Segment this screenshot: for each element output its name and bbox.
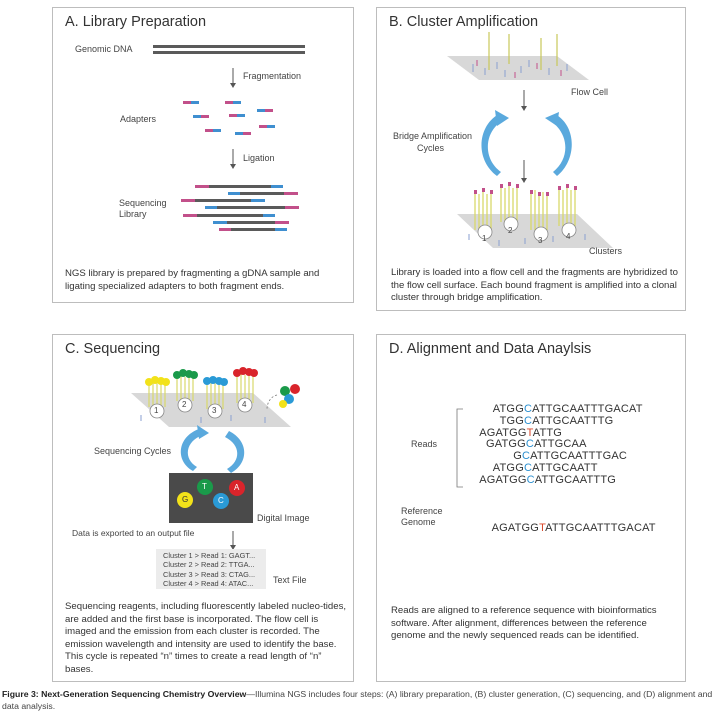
caption-title: Figure 3: Next-Generation Sequencing Che… [2, 689, 247, 699]
clusters-label: Clusters [589, 246, 623, 256]
read-sequence-row: GCATTGCAATTTGAC [513, 450, 627, 462]
figure-caption: Figure 3: Next-Generation Sequencing Che… [2, 688, 714, 712]
cluster-number-2: 2 [508, 226, 513, 235]
adapters-label: Adapters [120, 114, 157, 124]
bridge-line2: Cycles [417, 143, 445, 153]
sequencing-library-line1: Sequencing [119, 198, 167, 208]
cluster-number-3: 3 [212, 406, 217, 415]
panel-title: D. Alignment and Data Anaylsis [389, 341, 592, 357]
cluster-number-4: 4 [566, 232, 571, 241]
read-sequence-row: TGGCATTGCAATTTG [500, 415, 614, 427]
sequencing-library-label: Sequencing Library [119, 198, 167, 220]
base-letter-t: T [202, 482, 207, 491]
fragmentation-label: Fragmentation [243, 71, 302, 81]
cluster-amplification-illustration [447, 32, 613, 248]
seq-pre: GATGG [486, 438, 526, 451]
export-note: Data is exported to an output file [72, 528, 195, 538]
sequencing-illustration [131, 367, 300, 589]
seq-mismatch-base: C [521, 450, 531, 463]
cluster-markers [477, 216, 577, 242]
seq-mismatch-base: C [523, 462, 533, 474]
panel-cluster-amplification: B. Cluster Amplification [376, 7, 686, 311]
file-line: Cluster 3 > Read 3: CTAG... [163, 569, 256, 579]
read-sequence-row: ATGGCATTGCAATTTGACAT [493, 403, 643, 415]
seq-pre: TGG [499, 414, 525, 427]
seq-pre: G [513, 450, 522, 463]
seq-post: ATTG [532, 426, 563, 439]
reference-genome-label: Reference Genome [401, 506, 443, 528]
cluster-number-1: 1 [482, 234, 487, 243]
sequencing-library-fragments [181, 185, 299, 231]
seq-post: ATTGCAATTTG [534, 473, 617, 486]
seq-post: ATTGCAATTTGACAT [545, 522, 656, 534]
library-prep-illustration [153, 45, 305, 231]
seq-post: ATTGCAATT [532, 462, 598, 474]
genomic-dna-label: Genomic DNA [75, 44, 133, 54]
reference-line2: Genome [401, 517, 436, 527]
seq-mismatch-base: C [525, 438, 535, 451]
text-file-contents: Cluster 1 > Read 1: GAGT... Cluster 2 > … [163, 551, 255, 589]
nucleotide-emissions [145, 367, 258, 386]
ligation-label: Ligation [243, 153, 275, 163]
reference-sequence: AGATGGTATTGCAATTTGACAT [479, 510, 656, 546]
seq-pre: AGATGG [479, 473, 527, 486]
bridge-amplification-label: Bridge Amplification Cycles [393, 130, 472, 154]
seq-post: ATTGCAATTTGACAT [532, 403, 643, 415]
cluster-number-3: 3 [538, 236, 543, 245]
base-letter-g: G [182, 495, 189, 504]
flow-cell-label: Flow Cell [571, 87, 609, 97]
panel-description: Sequencing reagents, including fluoresce… [65, 601, 347, 675]
seq-post: ATTGCAATTTGAC [530, 450, 628, 463]
cluster-markers [149, 397, 253, 419]
reads-label: Reads [411, 439, 438, 449]
seq-pre: AGATGG [479, 426, 527, 439]
reads-bracket [456, 408, 463, 488]
read-sequence-row: ATGGCATTGCAATT [493, 462, 598, 474]
base-call-spots [177, 479, 245, 509]
adapter-fragments [183, 101, 275, 135]
seq-post: ATTGCAA [534, 438, 587, 451]
reference-line1: Reference [401, 506, 443, 516]
base-letter-a: A [234, 483, 240, 492]
digital-image-label: Digital Image [257, 513, 310, 523]
seq-pre: ATGG [492, 403, 524, 415]
text-file-box [156, 549, 266, 589]
file-line: Cluster 1 > Read 1: GAGT... [163, 551, 256, 560]
seq-mismatch-base: C [526, 473, 535, 486]
seq-mismatch-base: T [526, 426, 533, 439]
sequencing-cycles-label: Sequencing Cycles [94, 446, 172, 456]
read-sequence-row: AGATGGCATTGCAATTTG [479, 474, 616, 486]
caption-text: —Illumina NGS includes four steps: (A) l… [2, 689, 713, 711]
seq-mismatch-base: C [524, 414, 533, 427]
text-file-label: Text File [273, 575, 307, 585]
seq-pre: AGATGG [491, 522, 540, 534]
read-sequence-row: GATGGCATTGCAA [486, 438, 587, 450]
seq-mismatch-base: C [523, 403, 533, 415]
file-line: Cluster 2 > Read 2: TTGA... [163, 560, 255, 570]
panel-description: Library is loaded into a flow cell and t… [391, 267, 678, 304]
panel-title: B. Cluster Amplification [389, 14, 539, 30]
seq-post: ATTGCAATTTG [532, 414, 614, 427]
panel-description: NGS library is prepared by fragmenting a… [65, 268, 320, 292]
file-line: Cluster 4 > Read 4: ATAC... [163, 579, 254, 589]
panel-title: A. Library Preparation [65, 14, 207, 30]
panel-sequencing: C. Sequencing [52, 334, 354, 682]
panel-title: C. Sequencing [65, 341, 161, 357]
seq-pre: ATGG [492, 462, 524, 474]
panel-description: Reads are aligned to a reference sequenc… [391, 605, 657, 642]
panel-library-preparation: A. Library Preparation [52, 7, 354, 303]
read-sequence-row: AGATGGTATTG [479, 427, 562, 439]
seq-variant: T [539, 522, 546, 534]
base-letter-c: C [218, 496, 224, 505]
bridge-line1: Bridge Amplification [393, 131, 473, 141]
panel-alignment: D. Alignment and Data Anaylsis Reads Ref… [376, 334, 686, 682]
cluster-number-2: 2 [182, 400, 187, 409]
sequencing-library-line2: Library [119, 209, 147, 219]
cluster-number-1: 1 [154, 406, 159, 415]
cluster-number-4: 4 [242, 400, 247, 409]
